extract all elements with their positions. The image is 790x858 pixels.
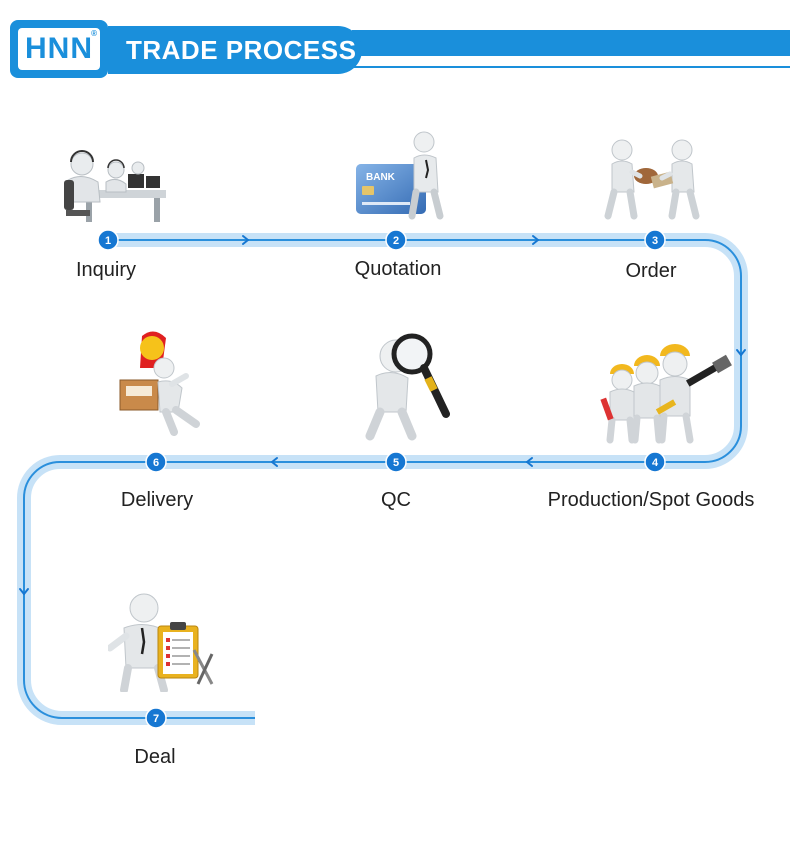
bank-card-icon: BANK — [356, 131, 444, 220]
step-label-delivery: Delivery — [120, 489, 194, 511]
courier-rocket-icon — [119, 331, 200, 436]
flow-arrow-left-icon — [526, 457, 533, 467]
flow-arrow-right-icon — [532, 235, 539, 245]
flow-line — [23, 239, 742, 719]
step-number: 5 — [393, 457, 399, 469]
step-node: 6 — [145, 451, 167, 473]
step-number: 1 — [105, 235, 111, 247]
step-label-inquiry: Inquiry — [75, 259, 137, 281]
logo: HNN ® — [10, 20, 108, 78]
step-label-order: Order — [625, 260, 677, 282]
flow-arrow-right-icon — [242, 235, 249, 245]
flow-arrow-left-icon — [271, 457, 278, 467]
header-bar — [352, 30, 790, 56]
page-title: TRADE PROCESS — [108, 26, 362, 74]
step-node: 7 — [145, 707, 167, 729]
step-label-quotation: Quotation — [354, 258, 442, 280]
flow-arrow-down-icon — [736, 349, 746, 356]
flow-arrow-down-icon — [19, 588, 29, 595]
registered-mark: ® — [91, 29, 98, 38]
step-node: 1 — [97, 229, 119, 251]
step-number: 4 — [652, 457, 659, 469]
step-node: 2 — [385, 229, 407, 251]
header: HNN ® TRADE PROCESS — [0, 0, 790, 90]
step-number: 6 — [153, 457, 159, 469]
handshake-icon — [604, 139, 700, 220]
step-label-deal: Deal — [134, 746, 176, 768]
svg-text:BANK: BANK — [366, 172, 396, 183]
logo-wordmark: HNN — [25, 32, 93, 65]
workers-tools-icon — [600, 344, 732, 444]
step-number: 2 — [393, 235, 399, 247]
logo-text: HNN ® — [18, 28, 100, 70]
step-label-production: Production/Spot Goods — [547, 489, 755, 511]
step-label-qc: QC — [381, 489, 411, 511]
clipboard-checklist-icon — [108, 593, 214, 692]
step-number: 3 — [652, 235, 658, 247]
header-underline — [352, 66, 790, 68]
magnifier-icon — [365, 333, 450, 441]
step-node: 5 — [385, 451, 407, 473]
step-number: 7 — [153, 713, 159, 725]
call-center-icon — [64, 150, 166, 222]
step-node: 4 — [644, 451, 666, 473]
step-node: 3 — [644, 229, 666, 251]
